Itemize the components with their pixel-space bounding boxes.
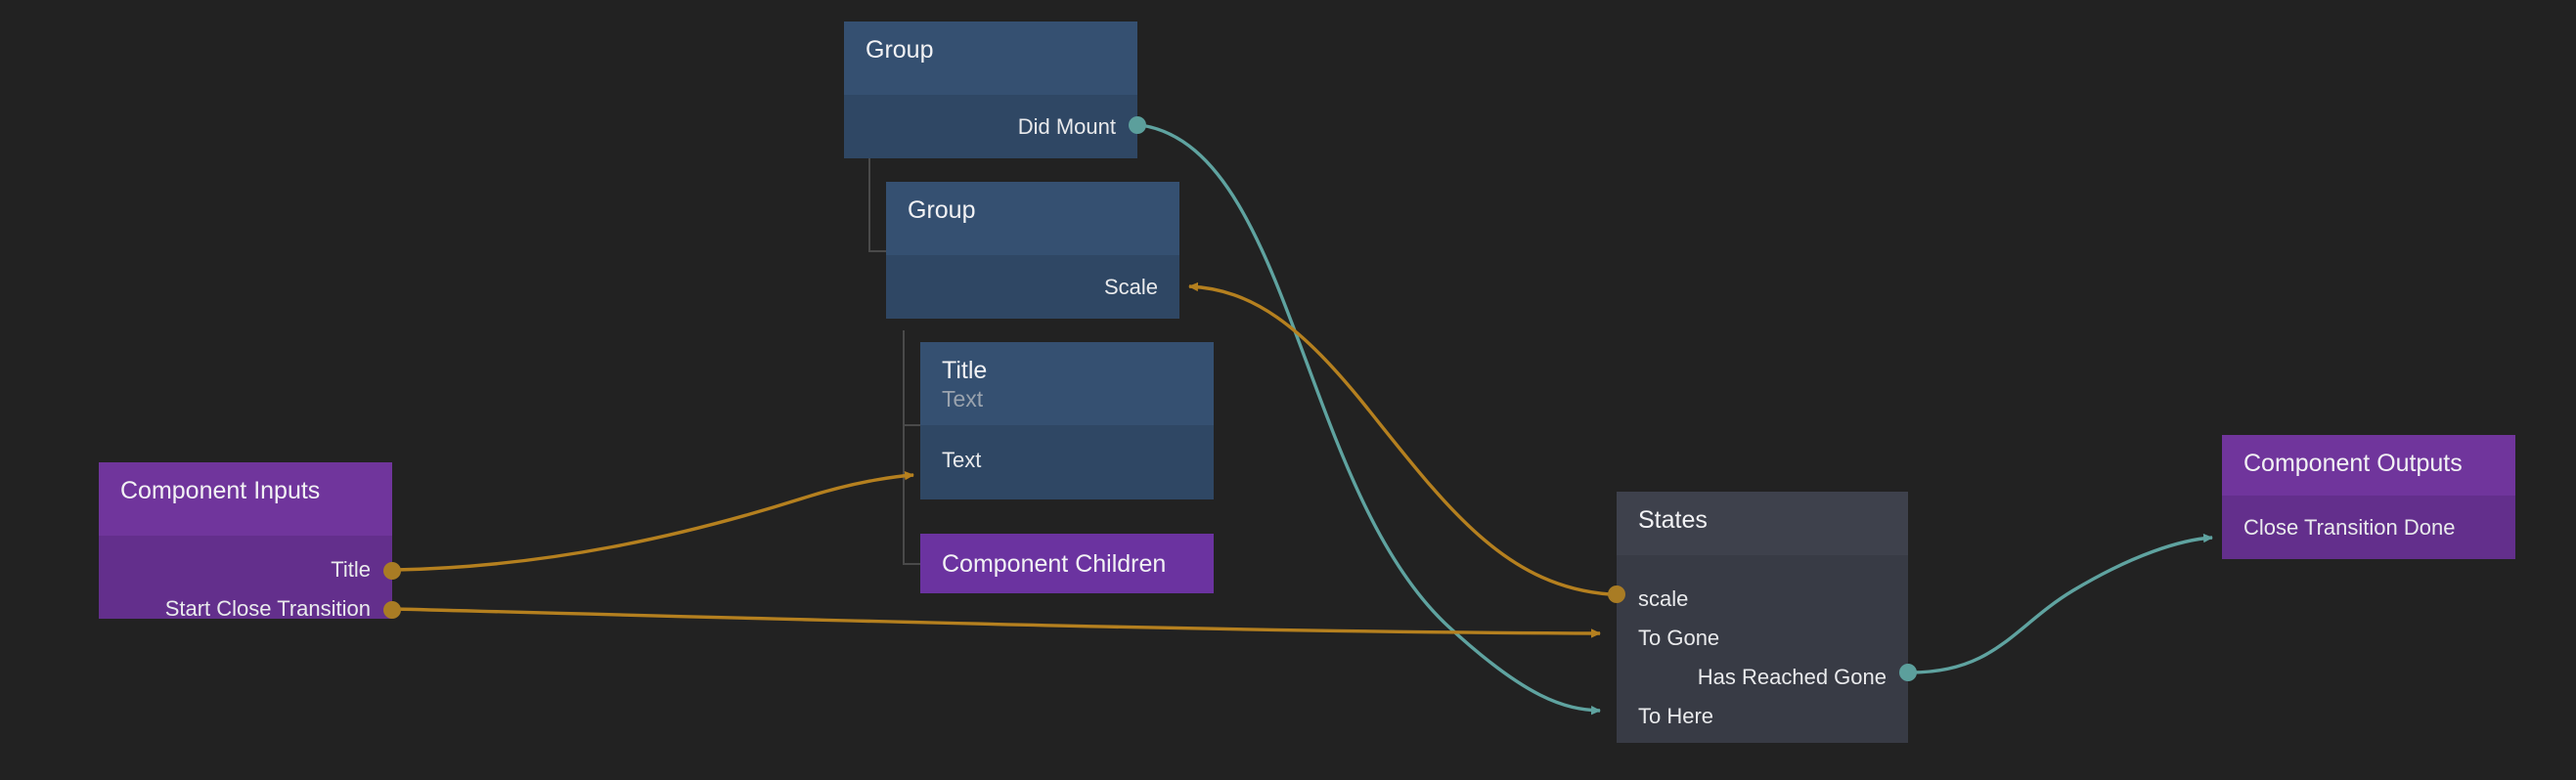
tree-connector-line <box>903 330 905 565</box>
port-label: scale <box>1638 586 1689 611</box>
node-header: Component Children <box>920 534 1214 593</box>
node-component-outputs[interactable]: Component Outputs Close Transition Done <box>2222 435 2515 559</box>
port-label: Has Reached Gone <box>1697 665 1887 689</box>
port-text[interactable]: Text <box>942 448 981 473</box>
node-component-inputs[interactable]: Component Inputs Title Start Close Trans… <box>99 462 392 619</box>
port-did-mount[interactable]: Did Mount <box>1018 114 1116 140</box>
port-dot-has-reached-gone[interactable] <box>1897 662 1919 683</box>
port-label: Scale <box>1103 275 1158 299</box>
tree-connector-line <box>868 158 870 252</box>
port-label: Close Transition Done <box>2243 515 2456 540</box>
port-label: To Gone <box>1638 626 1720 650</box>
port-label: Text <box>942 448 982 472</box>
port-dot-states-scale[interactable] <box>1606 584 1627 605</box>
port-dot-inputs-title[interactable] <box>381 560 403 582</box>
edge-scale-to-scale <box>1188 282 1611 596</box>
port-to-gone[interactable]: To Gone <box>1638 626 1719 651</box>
node-title: Group <box>908 196 976 224</box>
node-body: Scale <box>886 255 1179 319</box>
port-label: Did Mount <box>1017 114 1116 139</box>
port-label: Start Close Transition <box>164 596 371 619</box>
node-header: Component Outputs <box>2222 435 2515 496</box>
port-to-here[interactable]: To Here <box>1638 704 1713 729</box>
node-title: Component Children <box>942 550 1167 578</box>
port-dot-start-close-transition[interactable] <box>381 599 403 621</box>
node-title-component[interactable]: Title Text Text <box>920 342 1214 499</box>
node-title: Group <box>866 36 934 64</box>
port-inputs-title[interactable]: Title <box>331 557 371 583</box>
node-header: Title Text <box>920 342 1214 425</box>
node-body: Close Transition Done <box>2222 496 2515 559</box>
node-title: States <box>1638 506 1708 534</box>
edge-start-close-transition-to-gone <box>394 607 1601 638</box>
port-close-transition-done[interactable]: Close Transition Done <box>2243 515 2455 541</box>
port-start-close-transition[interactable]: Start Close Transition <box>165 596 371 619</box>
node-title: Component Outputs <box>2243 450 2463 477</box>
node-header: Group <box>844 22 1137 95</box>
node-body: Text <box>920 425 1214 499</box>
node-body: Did Mount <box>844 95 1137 158</box>
tree-connector-line <box>868 250 886 252</box>
port-has-reached-gone[interactable]: Has Reached Gone <box>1698 665 1887 690</box>
edge-title-to-text <box>394 470 914 572</box>
port-states-scale[interactable]: scale <box>1638 586 1688 612</box>
node-group-scale[interactable]: Group Scale <box>886 182 1179 319</box>
edge-has-reached-gone-close-transition-done <box>1910 533 2213 674</box>
node-title: Title <box>942 357 988 384</box>
port-scale[interactable]: Scale <box>1104 275 1158 300</box>
port-label: To Here <box>1638 704 1714 728</box>
node-component-children[interactable]: Component Children <box>920 534 1214 593</box>
port-label: Title <box>331 557 371 582</box>
tree-connector-line <box>903 424 920 426</box>
node-title: Component Inputs <box>120 477 321 504</box>
node-group-did-mount[interactable]: Group Did Mount <box>844 22 1137 158</box>
node-header: Group <box>886 182 1179 255</box>
node-header: States <box>1617 492 1908 555</box>
node-subtitle: Text <box>942 386 984 412</box>
node-states[interactable]: States scale To Gone Has Reached Gone To… <box>1617 492 1908 743</box>
node-body: scale To Gone Has Reached Gone To Here <box>1617 555 1908 743</box>
port-dot-did-mount[interactable] <box>1127 114 1148 136</box>
node-header: Component Inputs <box>99 462 392 536</box>
node-body: Title Start Close Transition <box>99 536 392 619</box>
tree-connector-line <box>903 563 920 565</box>
